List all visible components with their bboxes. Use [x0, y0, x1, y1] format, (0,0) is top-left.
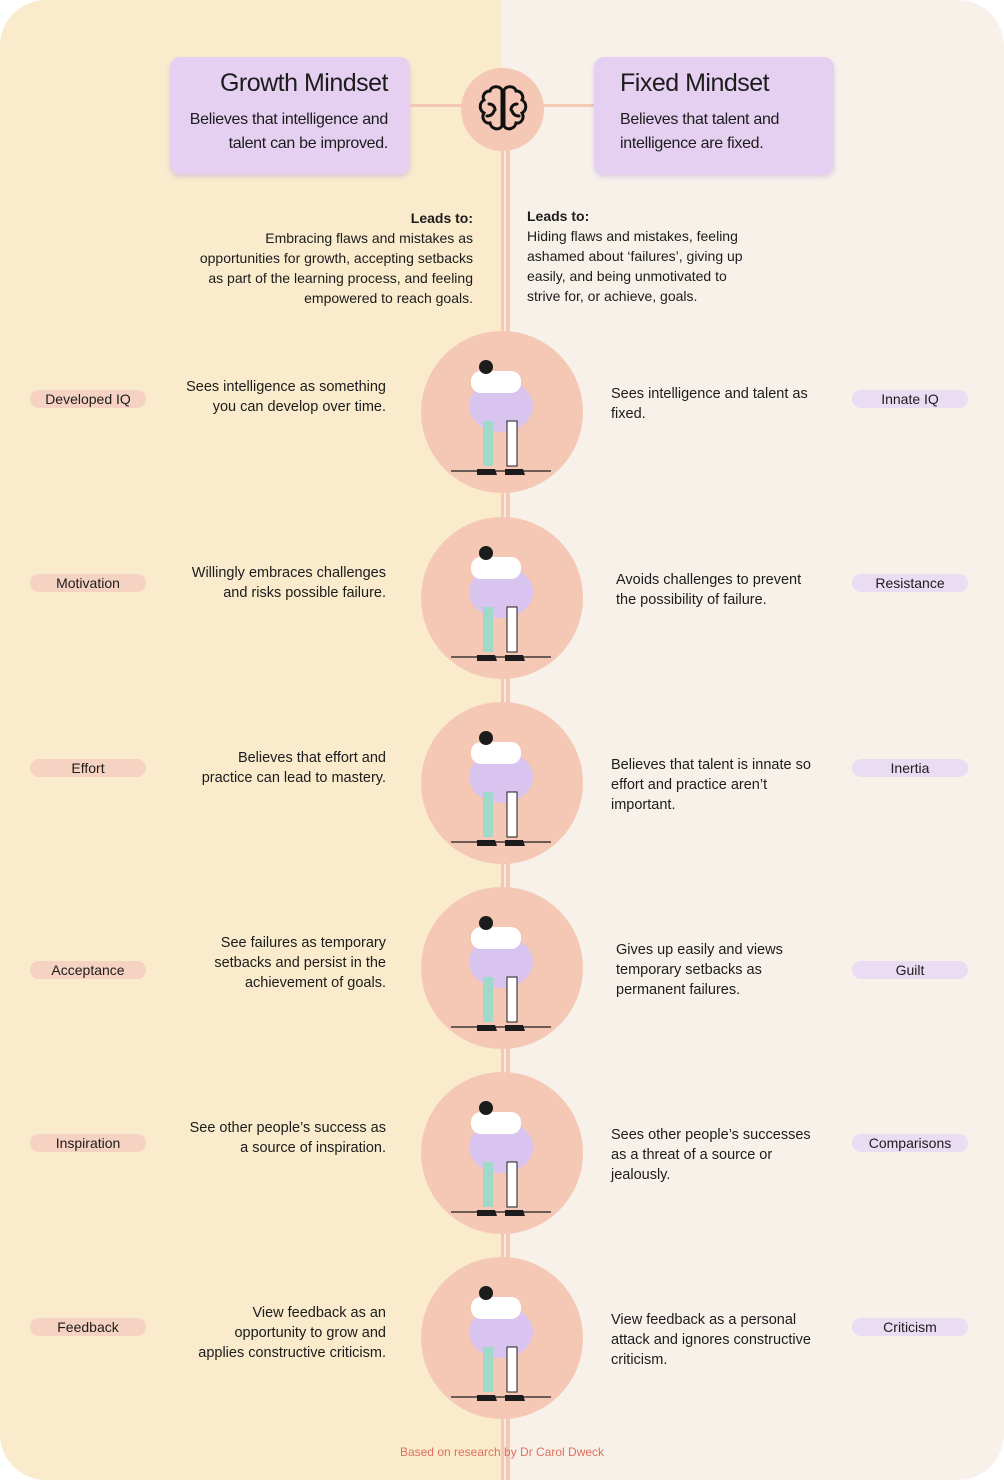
fixed-trait-text: Avoids challenges to prevent the possibi… — [616, 572, 802, 608]
growth-tag: Feedback — [30, 1318, 146, 1336]
growth-tag: Inspiration — [30, 1134, 146, 1152]
connector-right — [535, 104, 595, 107]
growth-leads-text: Embracing flaws and mistakes as opportun… — [199, 230, 473, 306]
growth-trait-text: Sees intelligence as something you can d… — [186, 379, 386, 415]
growth-trait-text: Willingly embraces challenges and risks … — [191, 565, 386, 601]
brain-icon — [461, 68, 544, 151]
footer-credit: Based on research by Dr Carol Dweck — [399, 1445, 605, 1459]
fixed-leads-to: Leads to: Hiding flaws and mistakes, fee… — [527, 206, 762, 306]
connector-left — [410, 104, 470, 107]
person-with-backpack-illustration — [421, 887, 583, 1049]
growth-tag: Acceptance — [30, 961, 146, 979]
growth-tag: Effort — [30, 759, 146, 777]
fixed-trait-text: Believes that talent is innate so effort… — [611, 757, 811, 813]
growth-desc: Believes that intelligence and talent ca… — [189, 111, 389, 152]
fixed-tag: Guilt — [852, 961, 968, 979]
person-with-map-illustration — [421, 1257, 583, 1419]
fixed-tag: Innate IQ — [852, 390, 968, 408]
mountain-climber-illustration — [421, 517, 583, 679]
growth-trait-text: See failures as temporary setbacks and p… — [214, 935, 386, 991]
fixed-tag: Inertia — [852, 759, 968, 777]
growth-trait-text: Believes that effort and practice can le… — [201, 750, 386, 786]
growth-tag: Developed IQ — [30, 390, 146, 408]
fixed-tag: Resistance — [852, 574, 968, 592]
fixed-tag: Comparisons — [852, 1134, 968, 1152]
growth-leads-to: Leads to: Embracing flaws and mistakes a… — [183, 208, 473, 308]
growth-tag: Motivation — [30, 574, 146, 592]
growth-mindset-box: Growth Mindset Believes that intelligenc… — [170, 57, 410, 174]
fixed-leads-label: Leads to: — [527, 208, 590, 224]
fixed-trait-text: View feedback as a personal attack and i… — [611, 1312, 811, 1368]
fixed-leads-text: Hiding flaws and mistakes, feeling asham… — [527, 228, 743, 304]
person-watering-plants-illustration — [421, 702, 583, 864]
fixed-desc: Believes that talent and intelligence ar… — [620, 111, 780, 152]
growth-side-background — [0, 0, 502, 1480]
fixed-trait-text: Sees other people’s successes as a threa… — [611, 1127, 811, 1183]
fixed-tag: Criticism — [852, 1318, 968, 1336]
growth-title: Growth Mindset — [219, 69, 389, 97]
fixed-trait-text: Gives up easily and views temporary setb… — [616, 942, 783, 998]
fixed-title: Fixed Mindset — [620, 69, 770, 97]
growth-trait-text: See other people’s success as a source o… — [189, 1120, 386, 1156]
fixed-trait-text: Sees intelligence and talent as fixed. — [611, 386, 808, 422]
growth-leads-label: Leads to: — [410, 210, 473, 226]
growth-trait-text: View feedback as an opportunity to grow … — [198, 1305, 386, 1361]
person-at-desk-illustration — [421, 331, 583, 493]
celebrating-people-illustration — [421, 1072, 583, 1234]
fixed-mindset-box: Fixed Mindset Believes that talent and i… — [594, 57, 834, 174]
